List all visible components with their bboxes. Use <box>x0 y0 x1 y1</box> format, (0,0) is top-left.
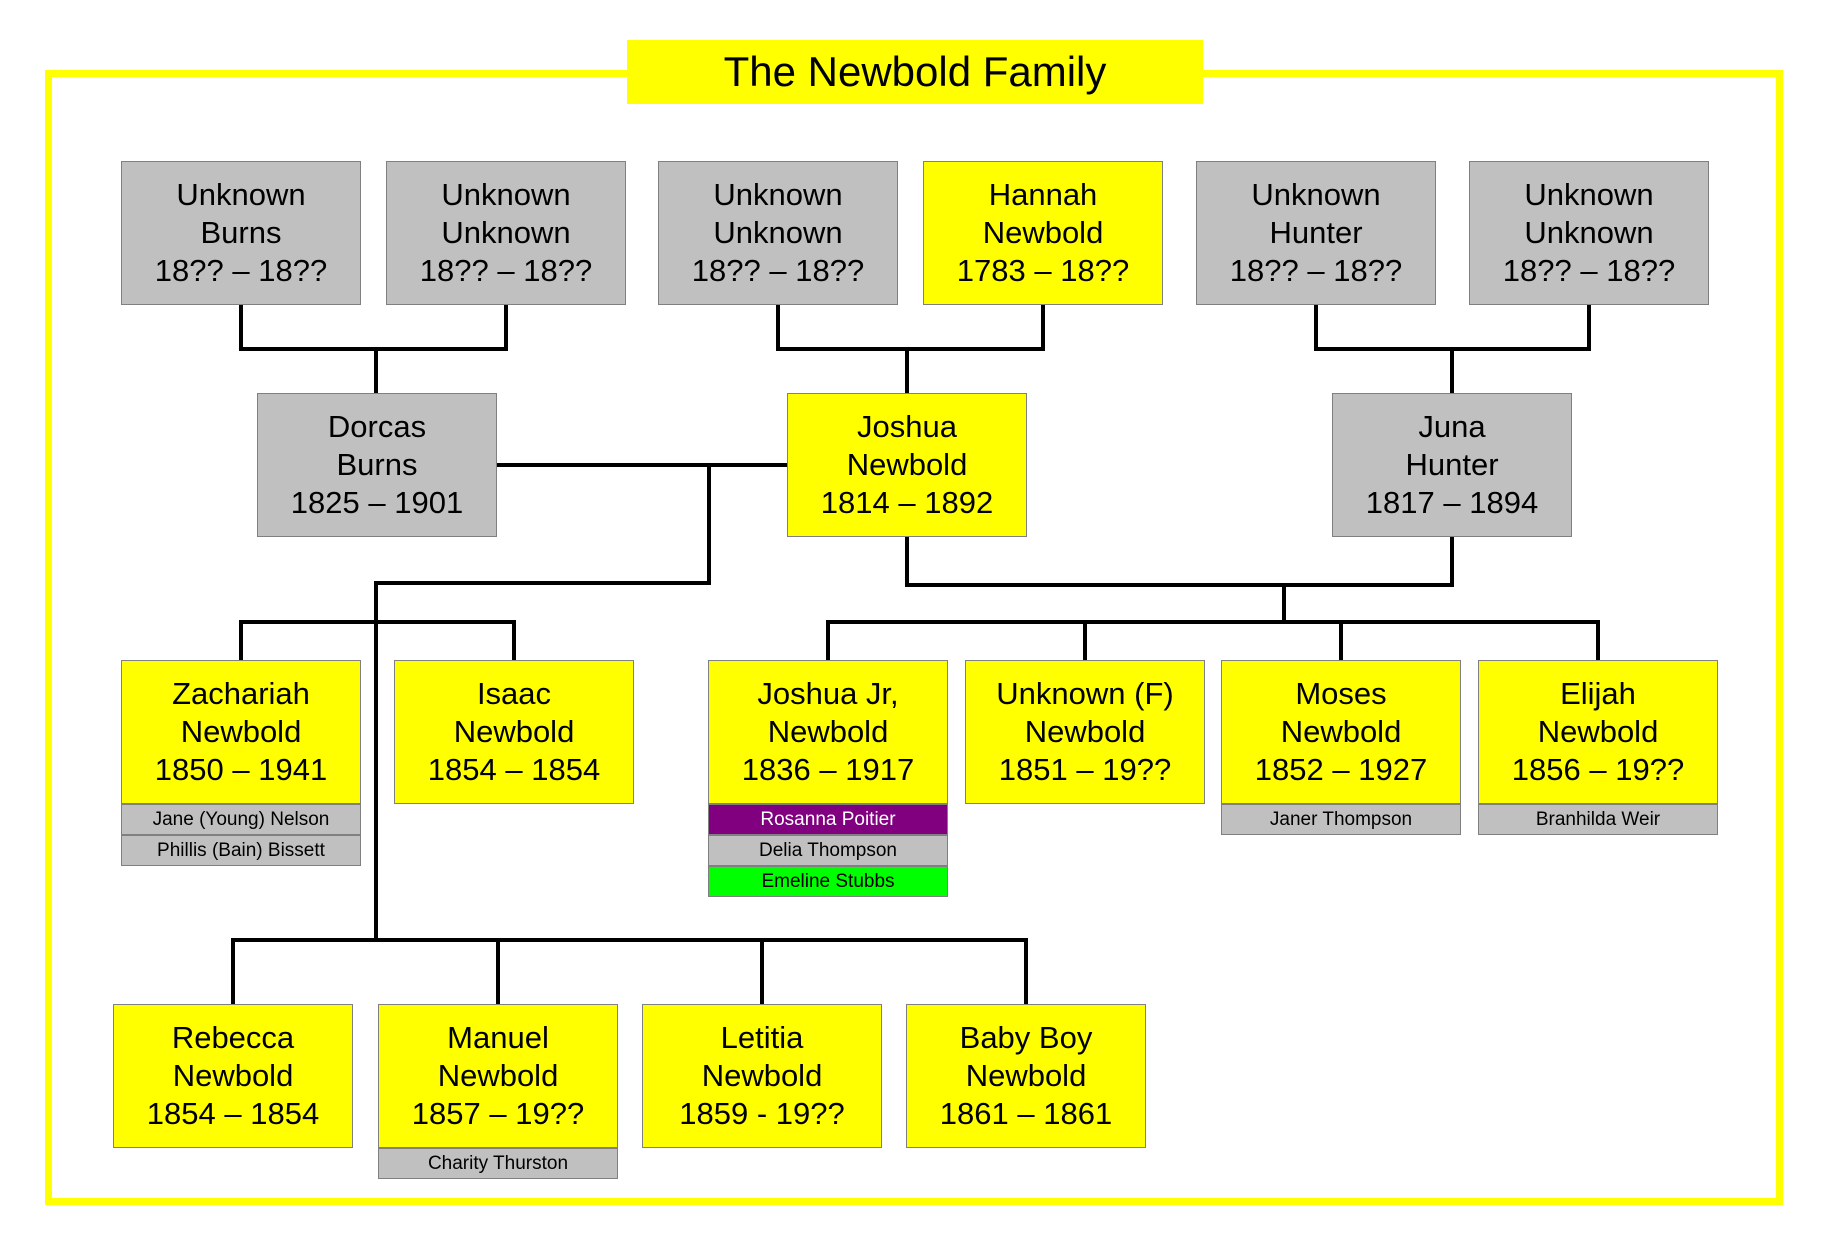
person-first-name: Unknown <box>713 177 843 212</box>
person-joshua-jr-newbold: Joshua Jr, Newbold 1836 – 1917 <box>708 660 948 804</box>
person-dates: 1850 – 1941 <box>154 752 328 787</box>
person-unknown-unknown-2: Unknown Unknown 18?? – 18?? <box>658 161 898 305</box>
person-last-name: Newbold <box>982 215 1104 250</box>
person-last-name: Newbold <box>453 714 575 749</box>
spouse-charity-thurston: Charity Thurston <box>378 1148 618 1179</box>
person-dates: 18?? – 18?? <box>154 253 328 288</box>
spouse-jane-young-nelson: Jane (Young) Nelson <box>121 804 361 835</box>
person-moses-newbold: Moses Newbold 1852 – 1927 <box>1221 660 1461 804</box>
person-first-name: Juna <box>1418 409 1486 444</box>
person-dates: 18?? – 18?? <box>1502 253 1676 288</box>
connector-dorcas-row2 <box>231 938 1028 1006</box>
person-dates: 1854 – 1854 <box>427 752 601 787</box>
spouse-phillis-bain-bissett: Phillis (Bain) Bissett <box>121 835 361 866</box>
person-dates: 1857 – 19?? <box>411 1096 585 1131</box>
person-last-name: Hunter <box>1405 447 1499 482</box>
person-dates: 1783 – 18?? <box>956 253 1130 288</box>
person-juna-hunter: Juna Hunter 1817 – 1894 <box>1332 393 1572 537</box>
person-first-name: Zachariah <box>172 676 310 711</box>
person-letitia-newbold: Letitia Newbold 1859 - 19?? <box>642 1004 882 1148</box>
spouse-branhilda-weir: Branhilda Weir <box>1478 804 1718 835</box>
person-first-name: Isaac <box>476 676 552 711</box>
person-unknown-unknown-3: Unknown Unknown 18?? – 18?? <box>1469 161 1709 305</box>
spouse-delia-thompson: Delia Thompson <box>708 835 948 866</box>
connector-dorcas-children-trunk <box>374 463 711 942</box>
person-dates: 18?? – 18?? <box>1229 253 1403 288</box>
person-first-name: Letitia <box>720 1020 804 1055</box>
person-dates: 18?? – 18?? <box>419 253 593 288</box>
connector-joshua-parents <box>776 304 1045 351</box>
person-isaac-newbold: Isaac Newbold 1854 – 1854 <box>394 660 634 804</box>
connector-dorcas-row1 <box>239 620 516 662</box>
person-last-name: Newbold <box>965 1058 1087 1093</box>
person-unknown-hunter: Unknown Hunter 18?? – 18?? <box>1196 161 1436 305</box>
person-joshua-newbold: Joshua Newbold 1814 – 1892 <box>787 393 1027 537</box>
person-baby-boy-newbold: Baby Boy Newbold 1861 – 1861 <box>906 1004 1146 1148</box>
connector-joshua-juna <box>905 535 1454 587</box>
person-dates: 1825 – 1901 <box>290 485 464 520</box>
person-dates: 1851 – 19?? <box>998 752 1172 787</box>
person-first-name: Unknown <box>1524 177 1654 212</box>
person-first-name: Moses <box>1295 676 1387 711</box>
connector-dorcas-parents <box>239 304 508 351</box>
person-first-name: Dorcas <box>327 409 427 444</box>
connector-juna-parents <box>1314 304 1591 351</box>
person-unknown-f-newbold: Unknown (F) Newbold 1851 – 19?? <box>965 660 1205 804</box>
person-dates: 18?? – 18?? <box>691 253 865 288</box>
person-last-name: Unknown <box>713 215 843 250</box>
person-dates: 1817 – 1894 <box>1365 485 1539 520</box>
person-first-name: Joshua <box>857 409 957 444</box>
person-dates: 1814 – 1892 <box>820 485 994 520</box>
person-dates: 1856 – 19?? <box>1511 752 1685 787</box>
person-first-name: Unknown (F) <box>996 676 1174 711</box>
connector-juna-children <box>826 620 1600 662</box>
person-first-name: Hannah <box>988 177 1098 212</box>
person-last-name: Newbold <box>767 714 889 749</box>
person-dates: 1859 - 19?? <box>679 1096 845 1131</box>
person-last-name: Newbold <box>846 447 968 482</box>
person-first-name: Manuel <box>447 1020 549 1055</box>
person-unknown-burns: Unknown Burns 18?? – 18?? <box>121 161 361 305</box>
person-first-name: Unknown <box>441 177 571 212</box>
person-dates: 1861 – 1861 <box>939 1096 1113 1131</box>
chart-title: The Newbold Family <box>627 40 1203 104</box>
person-dorcas-burns: Dorcas Burns 1825 – 1901 <box>257 393 497 537</box>
person-first-name: Joshua Jr, <box>757 676 899 711</box>
spouse-emeline-stubbs: Emeline Stubbs <box>708 866 948 897</box>
spouse-janer-thompson: Janer Thompson <box>1221 804 1461 835</box>
person-first-name: Elijah <box>1560 676 1636 711</box>
person-last-name: Newbold <box>701 1058 823 1093</box>
person-rebecca-newbold: Rebecca Newbold 1854 – 1854 <box>113 1004 353 1148</box>
person-last-name: Unknown <box>441 215 571 250</box>
person-dates: 1836 – 1917 <box>741 752 915 787</box>
person-last-name: Newbold <box>180 714 302 749</box>
person-first-name: Unknown <box>1251 177 1381 212</box>
person-last-name: Hunter <box>1269 215 1363 250</box>
person-zachariah-newbold: Zachariah Newbold 1850 – 1941 <box>121 660 361 804</box>
person-hannah-newbold: Hannah Newbold 1783 – 18?? <box>923 161 1163 305</box>
person-first-name: Rebecca <box>171 1020 295 1055</box>
person-last-name: Newbold <box>1280 714 1402 749</box>
spouse-rosanna-poitier: Rosanna Poitier <box>708 804 948 835</box>
person-last-name: Newbold <box>172 1058 294 1093</box>
person-unknown-unknown-1: Unknown Unknown 18?? – 18?? <box>386 161 626 305</box>
person-last-name: Burns <box>336 447 418 482</box>
person-last-name: Newbold <box>1537 714 1659 749</box>
person-dates: 1854 – 1854 <box>146 1096 320 1131</box>
person-last-name: Unknown <box>1524 215 1654 250</box>
person-first-name: Baby Boy <box>959 1020 1093 1055</box>
person-last-name: Newbold <box>1024 714 1146 749</box>
person-first-name: Unknown <box>176 177 306 212</box>
person-elijah-newbold: Elijah Newbold 1856 – 19?? <box>1478 660 1718 804</box>
person-dates: 1852 – 1927 <box>1254 752 1428 787</box>
person-manuel-newbold: Manuel Newbold 1857 – 19?? <box>378 1004 618 1148</box>
person-last-name: Burns <box>200 215 282 250</box>
person-last-name: Newbold <box>437 1058 559 1093</box>
